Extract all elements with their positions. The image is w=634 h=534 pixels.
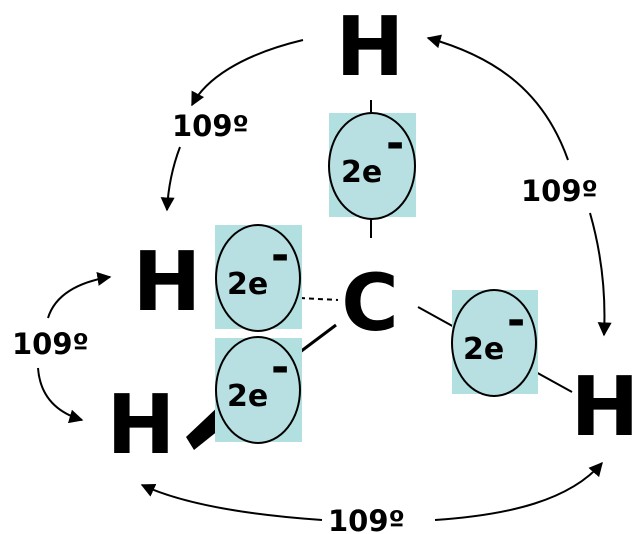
arrow-top-right <box>426 34 569 161</box>
angle-label-bottom: 109º <box>328 504 405 534</box>
pair-count: 2e <box>463 332 504 367</box>
angle-label-top-right: 109º <box>521 174 598 208</box>
arrow-top-right-lower <box>589 212 612 337</box>
atom-hydrogen-right: H <box>571 360 634 455</box>
atom-hydrogen-left: H <box>133 235 202 330</box>
angle-label-left: 109º <box>12 327 89 361</box>
arrow-left-upper <box>47 272 112 319</box>
pair-ellipse <box>215 336 301 444</box>
arrow-top-left <box>191 39 304 107</box>
pair-charge: - <box>271 342 289 393</box>
electron-pair-left-upper: 2e - <box>215 224 302 332</box>
electron-pair-right: 2e - <box>451 289 538 397</box>
arrow-top-left-lower <box>160 146 181 212</box>
arrow-bottom-left <box>140 483 323 521</box>
pair-count: 2e <box>227 379 268 414</box>
pair-ellipse <box>328 112 416 220</box>
pair-ellipse <box>215 224 301 332</box>
arrow-bottom-right <box>434 461 603 521</box>
pair-charge: - <box>507 295 525 346</box>
pair-charge: - <box>386 118 404 169</box>
pair-ellipse <box>451 289 537 397</box>
atom-carbon: C <box>341 259 398 349</box>
pair-count: 2e <box>341 155 382 190</box>
bond-left-dashed <box>299 297 339 301</box>
arrow-left-lower <box>37 367 84 424</box>
atom-hydrogen-top: H <box>336 0 405 95</box>
electron-pair-top: 2e - <box>328 112 416 220</box>
bond-lower-left <box>295 323 337 357</box>
electron-pair-left-lower: 2e - <box>215 336 302 444</box>
pair-count: 2e <box>227 267 268 302</box>
atom-hydrogen-bottom-left: H <box>107 378 176 473</box>
angle-label-top-left: 109º <box>172 109 249 143</box>
pair-charge: - <box>271 230 289 281</box>
